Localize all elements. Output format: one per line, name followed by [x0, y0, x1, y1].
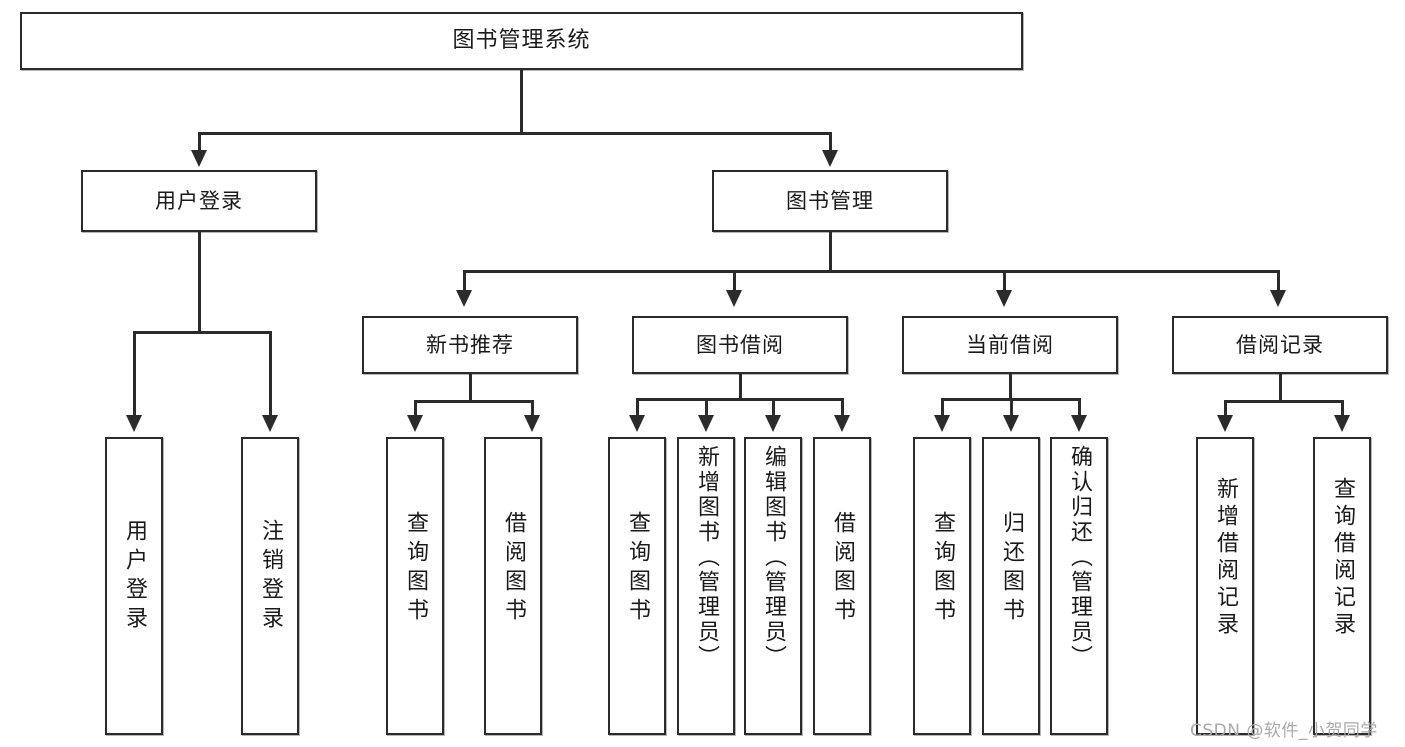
- connector-bookmanage-drop-2: [733, 270, 736, 292]
- connector-bookborrow-drop-2: [705, 398, 708, 417]
- connector-bookmanage-drop-3: [1003, 270, 1006, 292]
- arrow-to-leaf-edit-book: [765, 415, 781, 432]
- connector-newbook-bus: [414, 400, 534, 403]
- node-label: 注销登录: [258, 519, 283, 635]
- node-label: 新增借阅记录: [1213, 477, 1238, 639]
- node-label: 新增图书（管理员）: [694, 445, 719, 670]
- leaf-query-book-current[interactable]: 查询图书: [913, 437, 971, 735]
- connector-userlogin-stem: [198, 232, 201, 333]
- connector-bookborrow-drop-1: [636, 398, 639, 417]
- node-label: 当前借阅: [966, 332, 1054, 357]
- arrow-to-leaf-query-book-2: [629, 415, 645, 432]
- leaf-add-borrow-record[interactable]: 新增借阅记录: [1196, 437, 1254, 735]
- node-label: 编辑图书（管理员）: [761, 445, 786, 670]
- leaf-borrow-book-borrow[interactable]: 借阅图书: [813, 437, 871, 735]
- node-label: 确认归还（管理员）: [1067, 445, 1092, 670]
- node-label: 用户登录: [122, 519, 147, 635]
- node-label: 借阅图书: [501, 511, 526, 627]
- arrow-to-leaf-borrow-book-2: [834, 415, 850, 432]
- arrow-to-leaf-add-book: [698, 415, 714, 432]
- arrow-to-user-login: [191, 150, 207, 167]
- connector-bookmanage-drop-4: [1277, 270, 1280, 292]
- node-book-management[interactable]: 图书管理: [712, 170, 948, 232]
- leaf-return-book[interactable]: 归还图书: [982, 437, 1040, 735]
- connector-newbook-stem: [469, 374, 472, 402]
- leaf-user-login[interactable]: 用户登录: [105, 437, 163, 735]
- arrow-to-borrow-record: [1270, 290, 1286, 307]
- arrow-to-current-borrow: [996, 290, 1012, 307]
- connector-bookborrow-stem: [739, 374, 742, 400]
- leaf-query-book-borrow[interactable]: 查询图书: [608, 437, 666, 735]
- connector-root-drop-right: [829, 132, 832, 152]
- node-new-book-recommend[interactable]: 新书推荐: [362, 316, 578, 374]
- arrow-to-leaf-add-record: [1217, 415, 1233, 432]
- connector-newbook-drop-1: [414, 400, 417, 417]
- node-borrow-record[interactable]: 借阅记录: [1172, 316, 1388, 374]
- connector-userlogin-drop-1: [133, 331, 136, 417]
- connector-root-stem: [520, 70, 523, 134]
- node-label: 归还图书: [999, 511, 1024, 627]
- arrow-to-leaf-query-record: [1334, 415, 1350, 432]
- connector-bookmanage-stem: [829, 232, 832, 272]
- connector-root-bus: [198, 132, 832, 135]
- node-user-login[interactable]: 用户登录: [81, 170, 317, 232]
- arrow-to-leaf-query-book-1: [407, 415, 423, 432]
- connector-borrowrecord-drop-2: [1341, 400, 1344, 417]
- arrow-to-book-manage: [822, 150, 838, 167]
- arrow-to-leaf-borrow-book-1: [524, 415, 540, 432]
- node-label: 新书推荐: [426, 332, 514, 357]
- arrow-to-new-book: [456, 290, 472, 307]
- node-book-borrow[interactable]: 图书借阅: [632, 316, 848, 374]
- node-label: 图书管理系统: [452, 28, 591, 54]
- arrow-to-leaf-logout: [262, 415, 278, 432]
- node-label: 借阅图书: [830, 511, 855, 627]
- connector-bookborrow-drop-3: [772, 398, 775, 417]
- leaf-confirm-return[interactable]: 确认归还（管理员）: [1050, 437, 1108, 735]
- leaf-edit-book[interactable]: 编辑图书（管理员）: [744, 437, 802, 735]
- connector-bookborrow-bus: [636, 398, 844, 401]
- arrow-to-leaf-query-book-3: [934, 415, 950, 432]
- node-label: 图书借阅: [696, 332, 784, 357]
- connector-borrowrecord-drop-1: [1224, 400, 1227, 417]
- leaf-query-book-newbook[interactable]: 查询图书: [386, 437, 444, 735]
- node-label: 查询图书: [625, 511, 650, 627]
- arrow-to-leaf-user-login: [126, 415, 142, 432]
- connector-currentborrow-drop-2: [1010, 398, 1013, 417]
- connector-userlogin-bus: [133, 331, 272, 334]
- node-label: 用户登录: [155, 188, 243, 213]
- connector-bookmanage-bus: [463, 270, 1279, 273]
- arrow-to-leaf-confirm-return: [1071, 415, 1087, 432]
- node-label: 查询图书: [930, 511, 955, 627]
- connector-currentborrow-drop-3: [1078, 398, 1081, 417]
- node-root-system[interactable]: 图书管理系统: [20, 12, 1023, 70]
- node-label: 图书管理: [786, 188, 874, 213]
- connector-borrowrecord-stem: [1279, 374, 1282, 402]
- connector-newbook-drop-2: [531, 400, 534, 417]
- node-label: 借阅记录: [1236, 332, 1324, 357]
- connector-root-drop-left: [198, 132, 201, 152]
- connector-currentborrow-stem: [1009, 374, 1012, 400]
- leaf-add-book[interactable]: 新增图书（管理员）: [677, 437, 735, 735]
- arrow-to-book-borrow: [726, 290, 742, 307]
- connector-currentborrow-drop-1: [941, 398, 944, 417]
- arrow-to-leaf-return-book: [1003, 415, 1019, 432]
- connector-borrowrecord-bus: [1224, 400, 1344, 403]
- leaf-borrow-book-newbook[interactable]: 借阅图书: [484, 437, 542, 735]
- connector-bookborrow-drop-4: [841, 398, 844, 417]
- connector-bookmanage-drop-1: [463, 270, 466, 292]
- leaf-logout[interactable]: 注销登录: [241, 437, 299, 735]
- node-label: 查询图书: [403, 511, 428, 627]
- node-current-borrow[interactable]: 当前借阅: [902, 316, 1118, 374]
- connector-userlogin-drop-2: [269, 331, 272, 417]
- node-label: 查询借阅记录: [1330, 477, 1355, 639]
- leaf-query-borrow-record[interactable]: 查询借阅记录: [1313, 437, 1371, 735]
